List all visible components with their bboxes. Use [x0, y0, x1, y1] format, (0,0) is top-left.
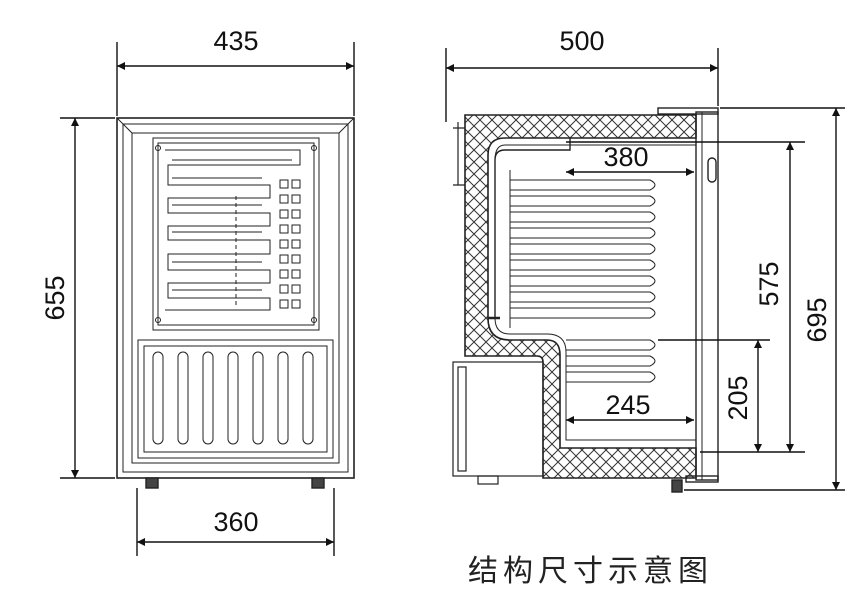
side-back-bracket [453, 122, 465, 186]
front-feet [145, 477, 325, 489]
dim-label-foot-span: 360 [213, 507, 258, 537]
side-compressor [452, 361, 544, 485]
side-door [657, 107, 719, 493]
dim-label-width: 435 [213, 26, 258, 56]
dim-label-lower-depth: 245 [605, 390, 650, 420]
front-evaporator-panel [152, 137, 320, 331]
front-panel-grid [279, 179, 301, 309]
dim-label-depth: 500 [559, 26, 604, 56]
side-insulation-wall [464, 114, 697, 479]
side-capillary-tube [494, 138, 571, 318]
side-inner-liner [494, 144, 696, 441]
dim-label-upper-height: 575 [754, 261, 784, 306]
dim-label-upper-depth: 380 [603, 142, 648, 172]
front-dimensions [60, 42, 355, 556]
front-view [116, 117, 355, 489]
drawing-caption: 结构尺寸示意图 [468, 554, 713, 589]
side-view [452, 107, 719, 493]
front-cabinet-outline [116, 117, 355, 479]
front-lower-grille [137, 339, 334, 459]
dim-label-height: 655 [40, 275, 70, 320]
dim-label-overall-height: 695 [802, 297, 832, 342]
side-dimensions [445, 48, 845, 491]
side-evaporator-fins [509, 170, 656, 383]
dim-label-lower-height: 205 [723, 375, 753, 420]
